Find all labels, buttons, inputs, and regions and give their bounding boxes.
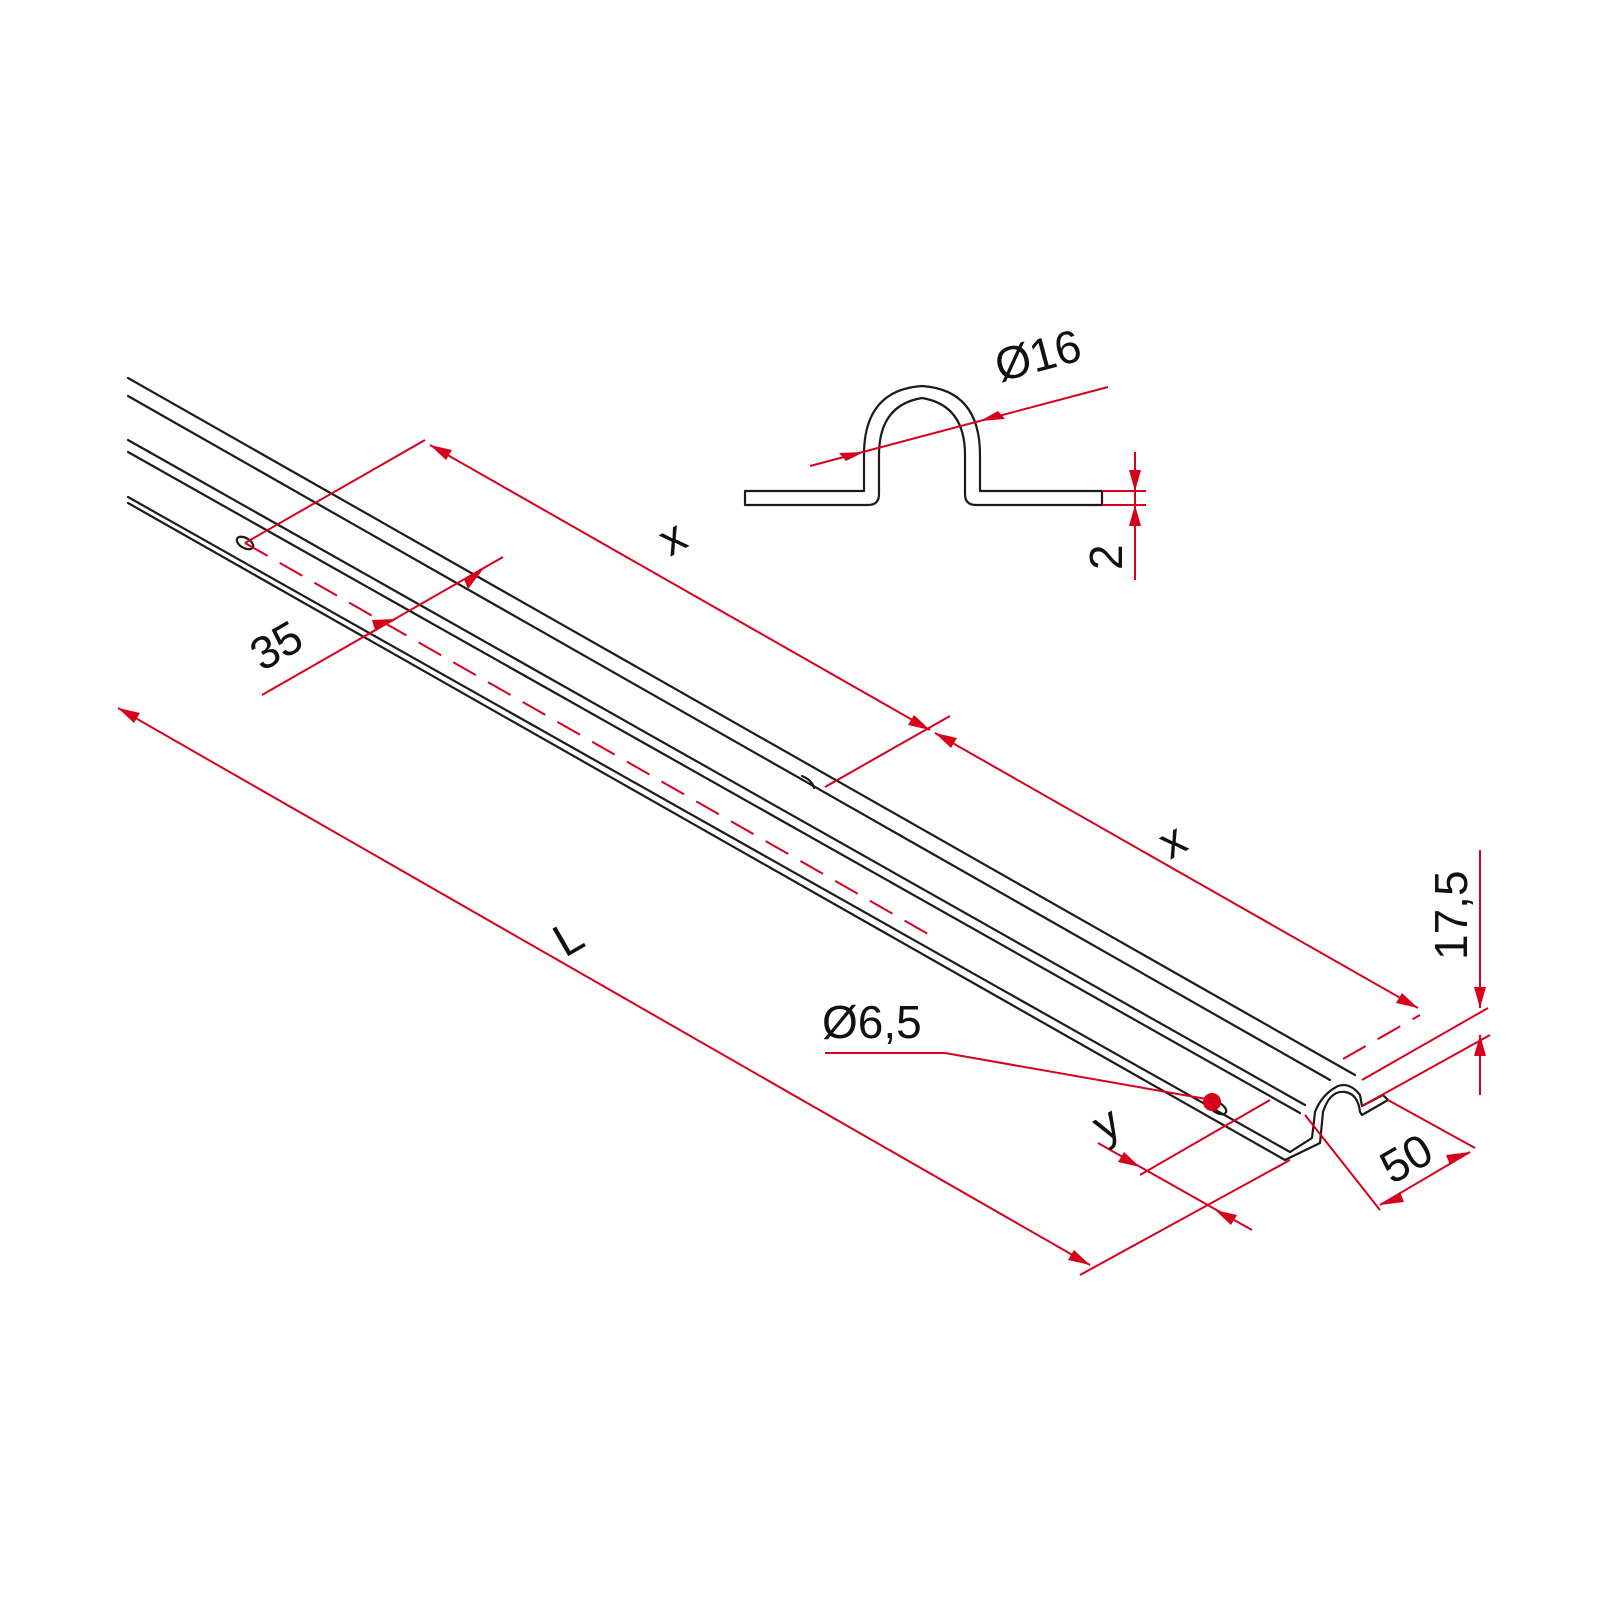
dim-thickness: 2 (1080, 452, 1146, 580)
rail-body (126, 376, 1390, 1162)
dim-height: 17,5 (1361, 850, 1491, 1107)
dim-spacing-upper: x (244, 439, 951, 939)
label-hole-diameter: Ø6,5 (822, 996, 922, 1048)
label-pipe-diameter: Ø16 (989, 319, 1086, 392)
label-spacing-lower: x (1149, 812, 1195, 869)
label-total-length: L (544, 909, 592, 967)
cross-section (743, 384, 1104, 507)
label-height: 17,5 (1425, 870, 1477, 960)
label-width: 50 (1371, 1123, 1441, 1194)
dim-hole-diameter: Ø6,5 (822, 996, 1221, 1111)
dim-width: 50 (1304, 1099, 1476, 1211)
label-thickness: 2 (1080, 544, 1132, 570)
label-spacing-upper: x (649, 509, 695, 566)
label-hole-offset: 35 (241, 610, 311, 681)
dim-pipe-diameter: Ø16 (809, 319, 1109, 467)
dim-end-offset: y (1083, 1095, 1271, 1231)
dim-total-length: L (117, 707, 1291, 1276)
label-end-offset: y (1083, 1095, 1129, 1152)
